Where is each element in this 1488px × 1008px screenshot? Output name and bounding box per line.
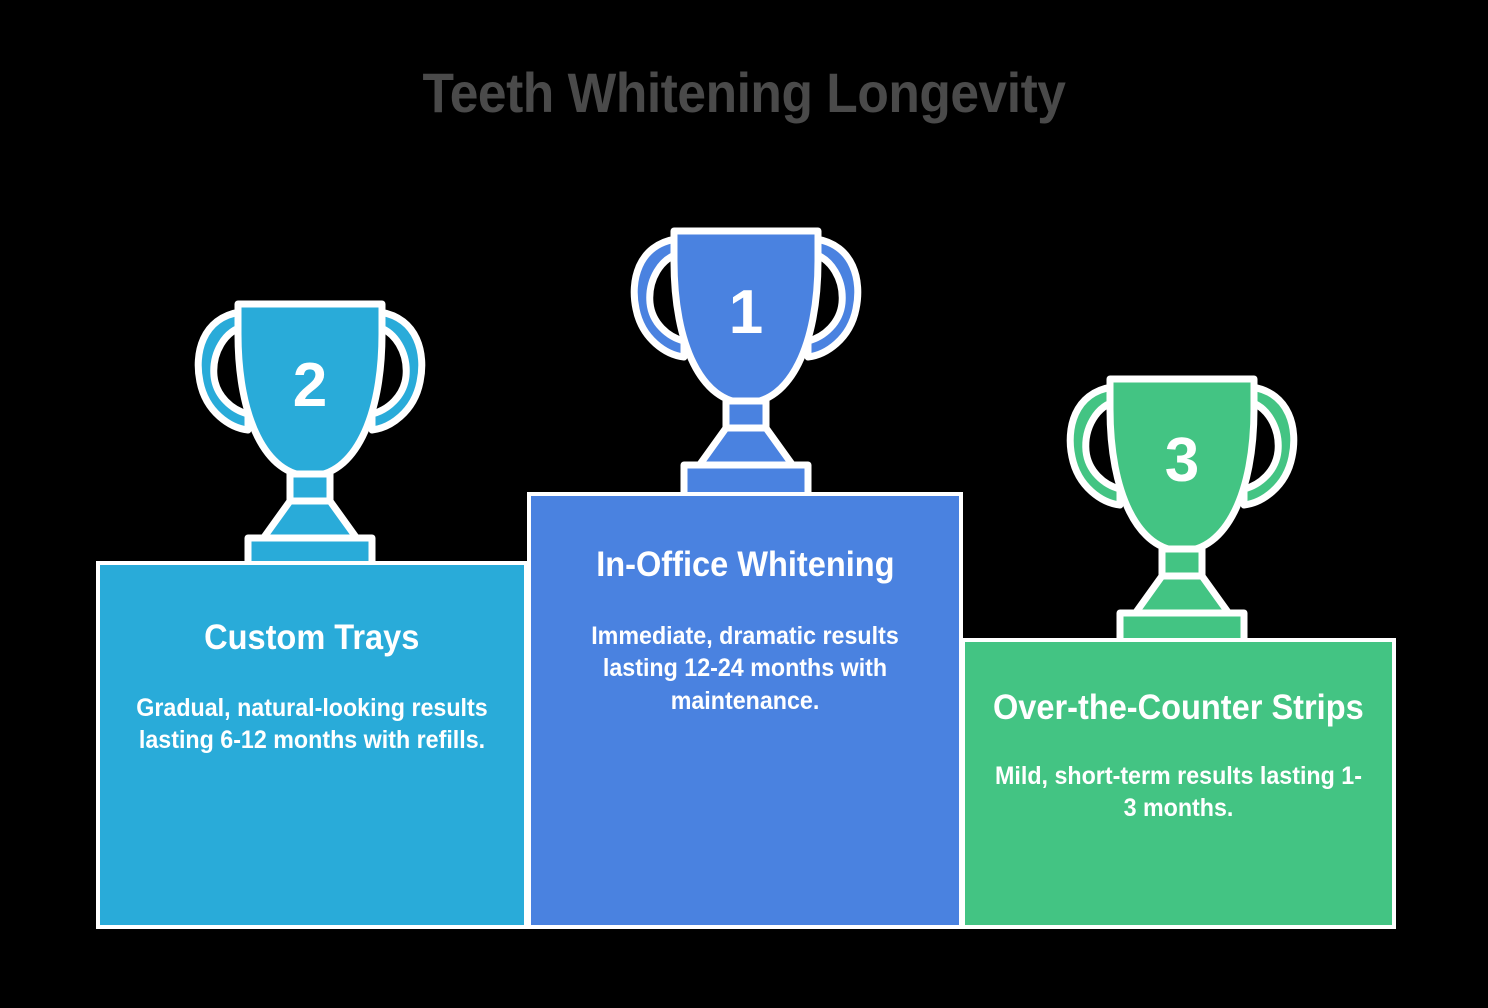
podium-block-rank2[interactable]: Custom Trays Gradual, natural-looking re… xyxy=(96,561,528,929)
podium-block-rank1[interactable]: In-Office Whitening Immediate, dramatic … xyxy=(527,492,963,929)
trophy-icon: 2 xyxy=(194,300,426,568)
podium-description-rank1: Immediate, dramatic results lasting 12-2… xyxy=(591,621,899,715)
podium-description-rank3: Mild, short-term results lasting 1-3 mon… xyxy=(995,761,1362,823)
page-title: Teeth Whitening Longevity xyxy=(422,61,1066,124)
podium-description-rank2: Gradual, natural-looking results lasting… xyxy=(136,693,488,755)
trophy-icon-rank2: 2 xyxy=(186,296,434,568)
trophy-rank-number: 3 xyxy=(1165,426,1199,495)
trophy-rank-number: 2 xyxy=(293,351,327,420)
podium-label-rank3: Over-the-Counter Strips xyxy=(993,688,1364,727)
podium-block-rank3[interactable]: Over-the-Counter Strips Mild, short-term… xyxy=(961,638,1396,929)
podium-label-rank2: Custom Trays xyxy=(204,618,420,657)
trophy-icon-rank1: 1 xyxy=(622,223,870,495)
trophy-icon-rank3: 3 xyxy=(1058,371,1306,643)
trophy-icon: 1 xyxy=(630,227,862,495)
trophy-rank-number: 1 xyxy=(729,278,763,347)
podium-label-rank1: In-Office Whitening xyxy=(595,545,895,584)
trophy-icon: 3 xyxy=(1066,375,1298,643)
